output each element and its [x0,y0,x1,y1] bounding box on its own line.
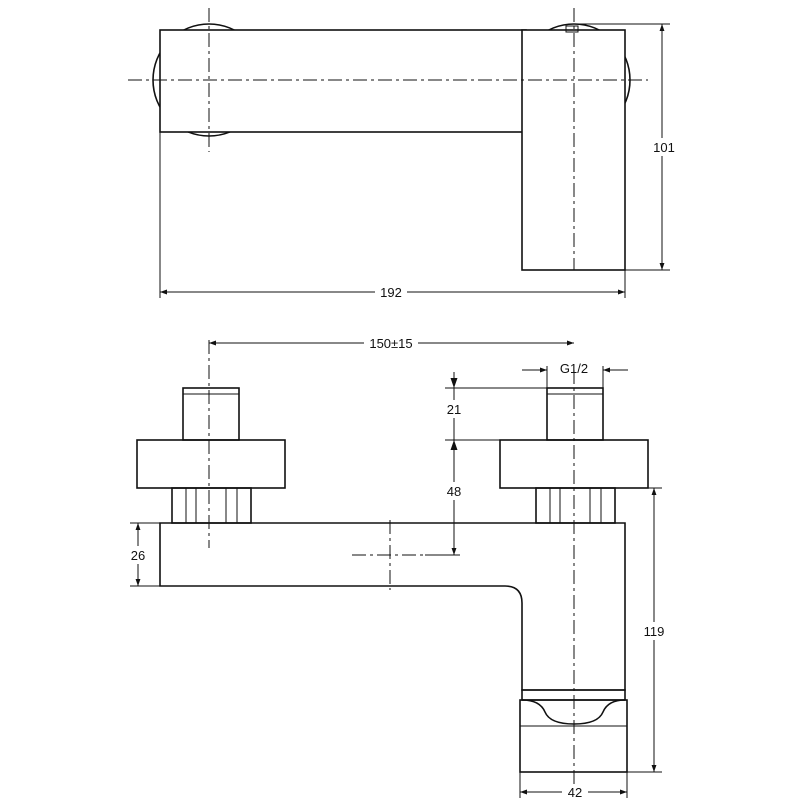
dim-119-label: 119 [644,624,665,639]
dim-192-label: 192 [380,285,402,300]
dim-42-label-bg [562,784,588,800]
dim-119-label-bg [640,622,668,640]
dim-48-label-bg [442,482,466,500]
dim-26-label: 26 [131,548,145,563]
dim-101-label: 101 [653,140,675,155]
dim-192-label-bg [375,283,407,301]
left-threaded-pipe [182,387,240,441]
right-nut [535,487,616,524]
front-body-outline [159,522,626,691]
dim-150-label: 150±15 [369,336,412,351]
dim-48-arrow-top [450,440,458,450]
left-flange [136,439,286,489]
dim-48-label: 48 [447,484,461,499]
aerator-ring [519,699,628,773]
top-spout-notch [565,25,579,33]
dim-42-label: 42 [568,785,582,800]
dim-g12-label: G1/2 [560,361,588,376]
dim-26-label-bg [126,546,150,564]
left-nut [171,487,252,524]
dim-21-arrow-top [450,378,458,388]
dim-101-label-bg [650,138,680,156]
top-body-bar [159,29,527,133]
dim-21-label: 21 [447,402,461,417]
front-view: 150±15 G1/2 21 48 26 119 4 [126,334,668,800]
right-threaded-pipe [546,387,604,441]
top-view: 192 101 [128,8,680,301]
dim-150-label-bg [364,334,418,352]
dim-21-label-bg [442,400,466,418]
